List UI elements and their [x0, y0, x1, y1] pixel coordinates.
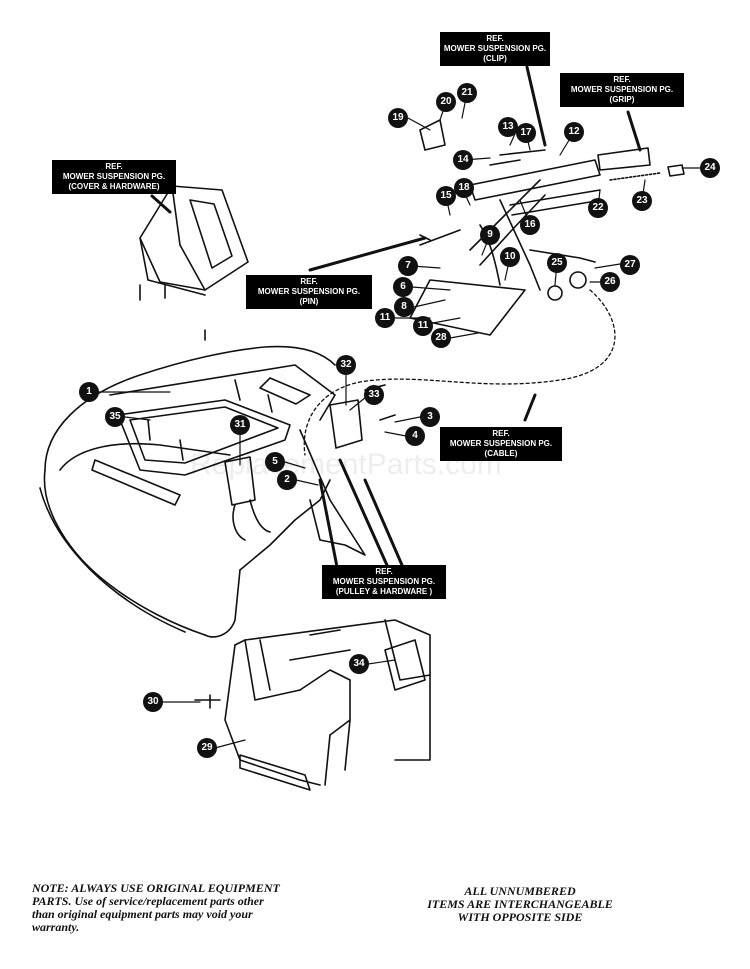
bracket-drawing — [224, 399, 366, 556]
ref-label-line: MOWER SUSPENSION PG. — [449, 439, 553, 448]
callout-5: 5 — [265, 452, 285, 472]
callout-1: 1 — [79, 382, 99, 402]
callout-12: 12 — [564, 122, 584, 142]
leader-lines — [97, 92, 702, 749]
ref-label-cable: REF. MOWER SUSPENSION PG. (CABLE) — [440, 427, 562, 461]
ref-label-line: MOWER SUSPENSION PG. — [257, 287, 361, 296]
callout-9: 9 — [480, 225, 500, 245]
ref-label-grip: REF. MOWER SUSPENSION PG. (GRIP) — [560, 73, 684, 107]
note-line: WITH OPPOSITE SIDE — [457, 910, 583, 924]
hardware-drawing — [147, 379, 396, 709]
ref-label-line: REF. — [492, 429, 510, 438]
callout-7: 7 — [398, 256, 418, 276]
callout-33: 33 — [364, 385, 384, 405]
callout-35: 35 — [105, 407, 125, 427]
callout-24: 24 — [700, 158, 720, 178]
callout-29: 29 — [197, 738, 217, 758]
callout-3: 3 — [420, 407, 440, 427]
lower-frame-drawing — [224, 619, 431, 791]
ref-label-line: (GRIP) — [609, 95, 635, 104]
ref-label-line: MOWER SUSPENSION PG. — [62, 172, 166, 181]
callout-15: 15 — [436, 186, 456, 206]
ref-label-line: MOWER SUSPENSION PG. — [332, 577, 436, 586]
callout-27: 27 — [620, 255, 640, 275]
interchangeable-note: ALL UNNUMBERED ITEMS ARE INTERCHANGEABLE… — [395, 885, 645, 924]
callout-2: 2 — [277, 470, 297, 490]
cable-path — [303, 289, 616, 456]
callout-13: 13 — [498, 117, 518, 137]
cover-drawing — [139, 185, 249, 341]
callout-11b: 11 — [413, 316, 433, 336]
callout-14: 14 — [453, 150, 473, 170]
callout-22: 22 — [588, 198, 608, 218]
callout-19: 19 — [388, 108, 408, 128]
callout-23: 23 — [632, 191, 652, 211]
callout-17: 17 — [516, 123, 536, 143]
callout-21: 21 — [457, 83, 477, 103]
callout-4: 4 — [405, 426, 425, 446]
ref-label-line: REF. — [300, 277, 318, 286]
ref-label-line: MOWER SUSPENSION PG. — [570, 85, 674, 94]
fender-drawing — [39, 345, 336, 638]
ref-label-line: REF. — [486, 34, 504, 43]
callout-8: 8 — [394, 297, 414, 317]
callout-11: 11 — [375, 308, 395, 328]
callout-31: 31 — [230, 415, 250, 435]
note-line: ALL UNNUMBERED — [464, 884, 576, 898]
callout-34: 34 — [349, 654, 369, 674]
callout-26: 26 — [600, 272, 620, 292]
ref-label-line: REF. — [375, 567, 393, 576]
ref-label-line: MOWER SUSPENSION PG. — [443, 44, 547, 53]
ref-label-cover: REF. MOWER SUSPENSION PG. (COVER & HARDW… — [52, 160, 176, 194]
ref-label-line: REF. — [105, 162, 123, 171]
ref-label-line: (CLIP) — [483, 54, 507, 63]
callout-28: 28 — [431, 328, 451, 348]
callout-16: 16 — [520, 215, 540, 235]
callout-30: 30 — [143, 692, 163, 712]
note-line: NOTE: ALWAYS USE ORIGINAL EQUIPMENT — [32, 881, 280, 895]
callout-25: 25 — [547, 253, 567, 273]
note-line: ITEMS ARE INTERCHANGEABLE — [427, 897, 613, 911]
ref-label-line: (COVER & HARDWARE) — [68, 182, 160, 191]
note-line: PARTS. Use of service/replacement parts … — [32, 894, 264, 908]
ref-label-pin: REF. MOWER SUSPENSION PG. (PIN) — [246, 275, 372, 309]
ref-label-pulley: REF. MOWER SUSPENSION PG. (PULLEY & HARD… — [322, 565, 446, 599]
ref-label-clip: REF. MOWER SUSPENSION PG. (CLIP) — [440, 32, 550, 66]
lever-assembly-drawing — [409, 119, 685, 336]
original-parts-note: NOTE: ALWAYS USE ORIGINAL EQUIPMENT PART… — [32, 882, 362, 934]
note-line: than original equipment parts may void y… — [32, 907, 253, 921]
ref-label-line: (PULLEY & HARDWARE ) — [335, 587, 433, 596]
ref-label-line: REF. — [613, 75, 631, 84]
callout-10: 10 — [500, 247, 520, 267]
ref-label-line: (PIN) — [299, 297, 319, 306]
callout-6: 6 — [393, 277, 413, 297]
ref-pointers — [150, 65, 642, 574]
callout-32: 32 — [336, 355, 356, 375]
callout-20: 20 — [436, 92, 456, 112]
callout-18: 18 — [454, 178, 474, 198]
note-line: warranty. — [32, 920, 80, 934]
ref-label-line: (CABLE) — [484, 449, 518, 458]
